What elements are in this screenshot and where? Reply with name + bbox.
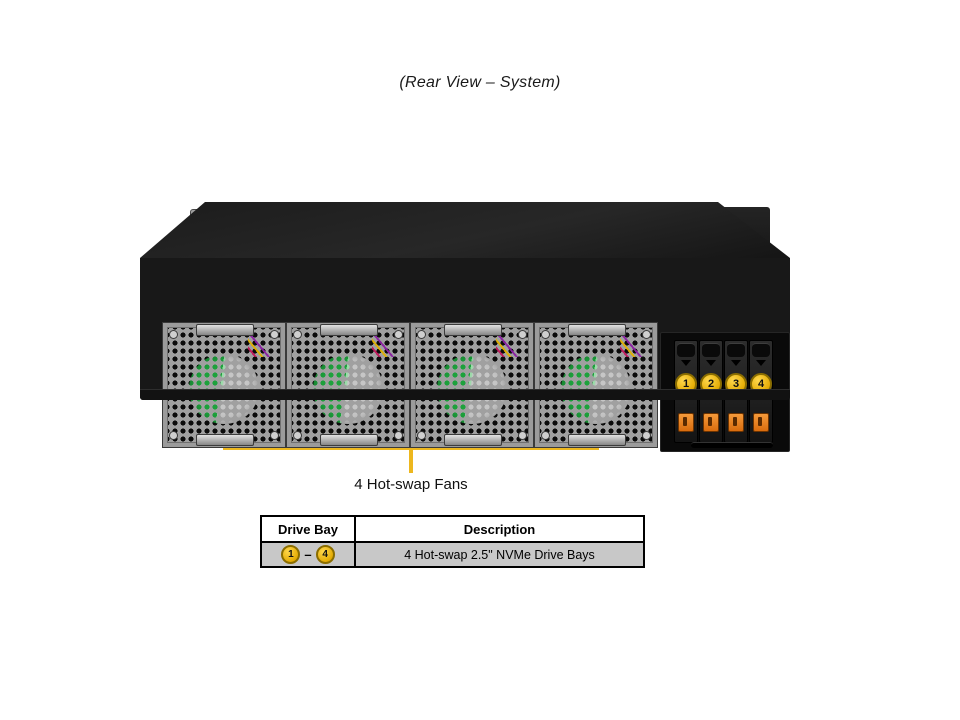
tray-clip [756,360,766,366]
chassis-bottom-lip [140,389,790,400]
fan-corner-screws [418,331,425,338]
fan-corner-screws [294,331,301,338]
tray-clip [706,360,716,366]
bay-bottom-slot [691,442,773,448]
fan-corner-screws [170,331,177,338]
bay-range-cell: 1 – 4 [262,543,356,566]
fans-callout-label: 4 Hot-swap Fans [354,476,468,493]
bay-range: 1 – 4 [281,545,335,564]
fan-handle-top [444,324,502,336]
tray-release-handle [702,343,720,357]
fan-handle-top [568,324,626,336]
chassis-top-surface [140,202,790,258]
fan-module-1 [162,322,286,448]
tray-latch-button [703,413,719,432]
fan-handle-bottom [196,434,254,446]
tray-clip [681,360,691,366]
fan-handle-top [320,324,378,336]
chassis-rear-face: 1 2 3 4 [140,258,790,452]
table-header-drive-bay: Drive Bay [262,517,356,541]
table-header-row: Drive Bay Description [262,517,643,543]
table-data-row: 1 – 4 4 Hot-swap 2.5" NVMe Drive Bays [262,543,643,566]
tray-latch-button [753,413,769,432]
tray-latch-button [678,413,694,432]
fan-handle-bottom [444,434,502,446]
tray-release-handle [677,343,695,357]
fan-corner-screws [542,331,549,338]
table-header-description: Description [463,521,536,537]
bay-description: 4 Hot-swap 2.5" NVMe Drive Bays [404,547,595,562]
bay-range-end-badge: 4 [315,545,335,564]
fan-module-4 [534,322,658,448]
tray-clip [731,360,741,366]
fan-handle-bottom [568,434,626,446]
tray-latch-button [728,413,744,432]
page-title: (Rear View – System) [399,74,561,91]
bay-range-start-badge: 1 [281,545,301,564]
server-chassis-rear-view: 1 2 3 4 [140,202,790,452]
bay-range-dash: – [304,547,312,562]
drive-bay-table: Drive Bay Description 1 – 4 4 Hot-swap 2… [260,515,645,568]
fan-handle-bottom [320,434,378,446]
tray-release-handle [752,343,770,357]
fan-handle-top [196,324,254,336]
callout-line-drop [409,446,413,473]
fan-module-2 [286,322,410,448]
fan-module-3 [410,322,534,448]
tray-release-handle [727,343,745,357]
